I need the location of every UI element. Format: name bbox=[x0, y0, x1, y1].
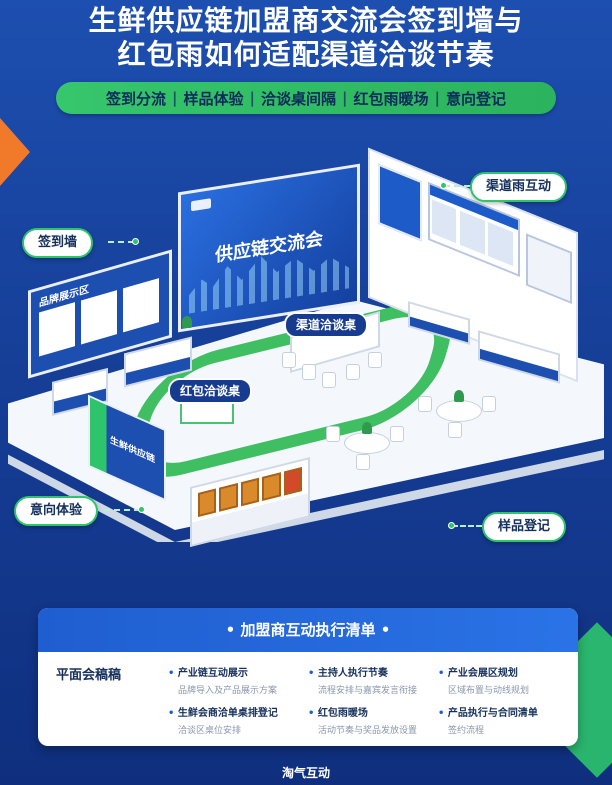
orange-corner-decoration bbox=[0, 118, 30, 186]
brand-panel bbox=[39, 302, 75, 357]
round-table bbox=[436, 400, 482, 422]
callout-dot bbox=[440, 182, 447, 189]
calendar-board bbox=[526, 233, 572, 304]
checklist-item: 产品执行与合同清单 签约流程 bbox=[438, 704, 578, 736]
feature-tag-bar: 签到分流 | 样品体验 | 洽谈桌间隔 | 红包雨暖场 | 意向登记 bbox=[56, 82, 556, 114]
chair bbox=[448, 422, 462, 438]
table-plant bbox=[362, 422, 372, 434]
venue-illustration: 供应链交流会 品牌展示区 生鲜供应链 bbox=[0, 120, 612, 600]
callout-sign-wall: 签到墙 bbox=[22, 228, 94, 258]
produce-crate bbox=[262, 472, 281, 501]
chair bbox=[302, 364, 316, 380]
tag-sample: 样品体验 bbox=[183, 89, 244, 108]
table-plant bbox=[454, 390, 464, 402]
callout-connector bbox=[452, 525, 482, 527]
chair bbox=[322, 372, 336, 388]
tag-checkin: 签到分流 bbox=[105, 89, 166, 108]
checklist-item: 主持人执行节奏 流程安排与嘉宾发言衔接 bbox=[308, 664, 458, 696]
zone-tag-channel-table: 渠道洽谈桌 bbox=[284, 312, 369, 338]
callout-connector bbox=[108, 241, 134, 243]
chair bbox=[346, 364, 360, 380]
produce-crate bbox=[219, 483, 238, 512]
page-title: 生鲜供应链加盟商交流会签到墙与 红包雨如何适配渠道洽谈节奏 bbox=[0, 4, 612, 72]
footer-brand: 淘气互动 bbox=[281, 766, 330, 780]
main-backdrop-wall: 供应链交流会 bbox=[178, 163, 360, 333]
zone-tag-redpack-table: 红包洽谈桌 bbox=[168, 378, 253, 404]
chair bbox=[326, 426, 340, 442]
execution-checklist-card: • 加盟商互动执行清单 • 平面会稿稿 产业链互动展示 品牌导入及产品展示方案 … bbox=[38, 608, 578, 746]
produce-crate bbox=[283, 467, 303, 496]
checklist-item: 产业链互动展示 品牌导入及产品展示方案 bbox=[168, 664, 318, 696]
produce-crate bbox=[240, 477, 260, 507]
callout-connector bbox=[104, 509, 140, 511]
checklist-left-label: 平面会稿稿 bbox=[56, 668, 122, 683]
tag-separator: | bbox=[434, 89, 440, 107]
callout-channel-rain: 渠道雨互动 bbox=[470, 172, 568, 202]
chair bbox=[282, 352, 296, 368]
callout-sample-register: 样品登记 bbox=[482, 512, 567, 542]
tag-separator: | bbox=[172, 89, 178, 107]
chair bbox=[418, 396, 432, 412]
checklist-title: • 加盟商互动执行清单 • bbox=[38, 608, 578, 652]
brand-panel bbox=[81, 290, 117, 345]
checklist-item: 生鲜会商洽单桌排登记 洽谈区桌位安排 bbox=[168, 704, 318, 736]
chair bbox=[368, 352, 382, 368]
chair bbox=[482, 396, 496, 412]
checklist-item: 产业会展区规划 区域布置与动线规划 bbox=[438, 664, 578, 696]
brand-panel bbox=[123, 278, 159, 333]
produce-crate bbox=[198, 488, 217, 517]
tag-table-spacing: 洽谈桌间隔 bbox=[260, 89, 336, 108]
checklist-item: 红包雨暖场 活动节奏与奖品发放设置 bbox=[308, 704, 458, 736]
brand-3d-sign-text: 生鲜供应链 bbox=[110, 435, 156, 466]
title-line-2: 红包雨如何适配渠道洽谈节奏 bbox=[117, 38, 495, 71]
callout-dot bbox=[132, 238, 139, 245]
backdrop-logo bbox=[191, 198, 211, 212]
round-table bbox=[344, 432, 390, 454]
callout-dot bbox=[138, 506, 145, 513]
tag-redpack: 红包雨暖场 bbox=[353, 89, 429, 108]
potted-plant bbox=[182, 316, 192, 328]
callout-intent-experience: 意向体验 bbox=[14, 496, 99, 526]
tag-separator: | bbox=[249, 89, 255, 107]
chair bbox=[390, 426, 404, 442]
info-board bbox=[378, 163, 422, 242]
tag-separator: | bbox=[342, 89, 348, 107]
callout-connector bbox=[444, 185, 470, 187]
chair bbox=[356, 454, 370, 470]
tag-intent: 意向登记 bbox=[445, 89, 506, 108]
callout-dot bbox=[448, 522, 455, 529]
title-line-1: 生鲜供应链加盟商交流会签到墙与 bbox=[88, 4, 524, 37]
